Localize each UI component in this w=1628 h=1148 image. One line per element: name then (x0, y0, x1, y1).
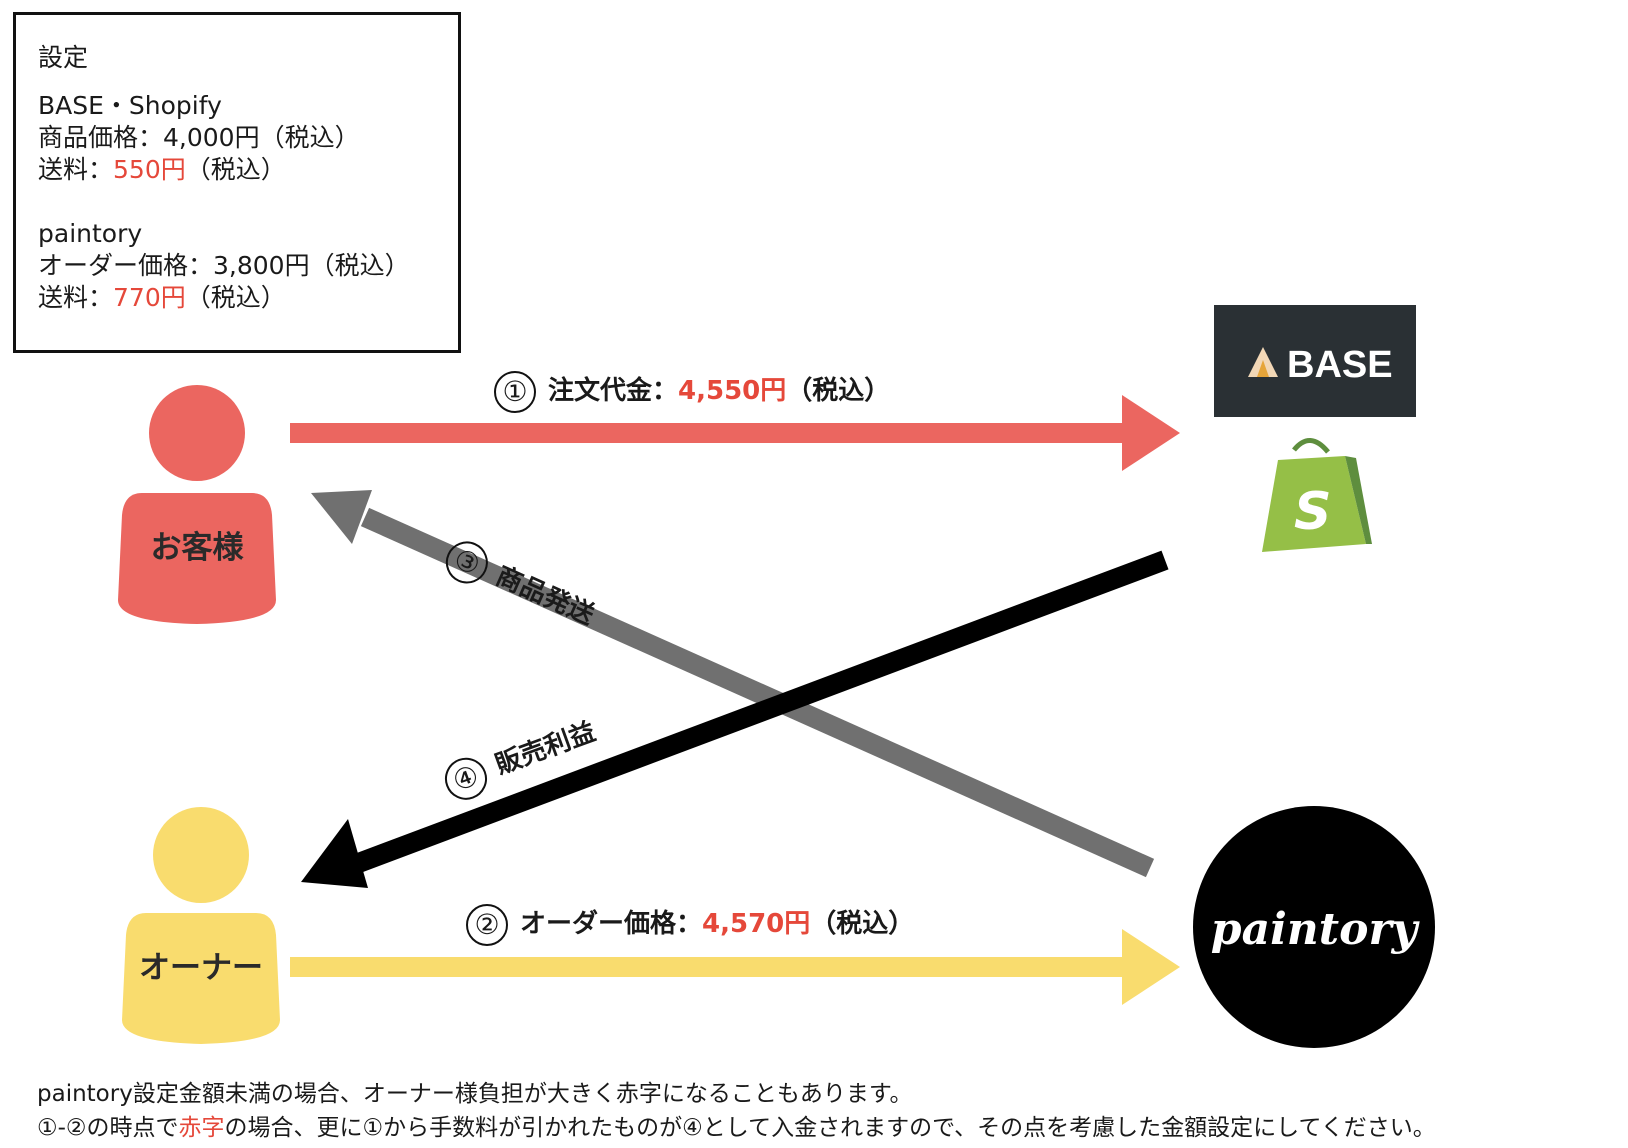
shopify-bag-icon: S (1262, 438, 1372, 552)
shipping-suffix: （税込） (185, 155, 286, 184)
arrow-order-price (290, 929, 1180, 1005)
paintory-heading: paintory (38, 219, 143, 248)
flow-2-suffix: （税込） (810, 909, 915, 939)
footnote-prefix: ①-②の時点で (37, 1115, 179, 1141)
settings-title: 設定 (38, 43, 89, 72)
base-tent-door (1257, 360, 1269, 377)
base-shopify-price: 商品価格：4,000円（税込） (38, 123, 360, 152)
arrow-shaft (360, 507, 1155, 878)
arrow-shaft (336, 550, 1169, 880)
arrow-shipping (311, 490, 1155, 878)
footnote-red: 赤字 (178, 1115, 225, 1141)
flow-2-label: ② オーダー価格：4,570円（税込） (466, 903, 914, 946)
settings-box: 設定 BASE・Shopify 商品価格：4,000円（税込） 送料：550円（… (13, 12, 461, 353)
footnote-line-2: ①-②の時点で赤字の場合、更に①から手数料が引かれたものが④として入金されますの… (37, 1108, 1436, 1142)
shopify-bag-handle (1292, 438, 1330, 454)
flow-2-amount: 4,570円 (702, 909, 811, 939)
footnote-suffix: の場合、更に①から手数料が引かれたものが④として入金されますので、その点を考慮し… (224, 1115, 1436, 1141)
arrow-head (1122, 929, 1180, 1005)
shopify-bag-body (1262, 456, 1366, 552)
customer-body (118, 493, 276, 624)
base-shopify-heading: BASE・Shopify (38, 91, 222, 120)
paintory-shipping: 送料：770円（税込） (38, 281, 286, 314)
shopify-s-icon: S (1294, 482, 1331, 542)
paintory-logo-icon: paintory (1193, 806, 1435, 1048)
footnote-line-1: paintory設定金額未満の場合、オーナー様負担が大きく赤字になることもありま… (37, 1081, 913, 1107)
base-logo-text: BASE (1287, 344, 1393, 386)
base-logo-icon: BASE (1214, 305, 1416, 417)
owner-person-icon (122, 807, 280, 1044)
customer-person-icon (118, 385, 276, 624)
shipping-prefix: 送料： (38, 155, 114, 184)
base-logo-bg (1214, 305, 1416, 417)
flow-1-text: 注文代金： (548, 376, 679, 406)
owner-head (153, 807, 249, 903)
flow-1-number: ① (494, 370, 536, 413)
flow-2-number: ② (466, 903, 508, 946)
arrow-shaft (290, 957, 1130, 977)
arrow-shaft (290, 423, 1130, 443)
owner-body (122, 913, 280, 1044)
paintory-logo-text: paintory (1211, 904, 1421, 955)
arrow-head (301, 819, 368, 888)
arrow-head (1122, 395, 1180, 471)
owner-label: オーナー (139, 950, 263, 986)
shipping-prefix: 送料： (38, 283, 114, 312)
arrow-order-payment (290, 395, 1180, 471)
arrow-head (311, 490, 372, 544)
flow-1-amount: 4,550円 (678, 376, 787, 406)
shipping-suffix: （税込） (185, 283, 286, 312)
paintory-logo-circle (1193, 806, 1435, 1048)
shipping-value: 550円 (113, 155, 186, 184)
shopify-bag-side (1345, 456, 1372, 544)
base-shopify-shipping: 送料：550円（税込） (38, 153, 286, 186)
customer-label: お客様 (150, 530, 244, 566)
flow-2-text: オーダー価格： (520, 909, 703, 939)
customer-head (149, 385, 245, 481)
arrow-sales-profit (301, 550, 1169, 888)
flow-1-suffix: （税込） (786, 376, 891, 406)
paintory-price: オーダー価格：3,800円（税込） (38, 251, 410, 280)
shipping-value: 770円 (113, 283, 186, 312)
flow-1-label: ① 注文代金：4,550円（税込） (494, 370, 890, 413)
